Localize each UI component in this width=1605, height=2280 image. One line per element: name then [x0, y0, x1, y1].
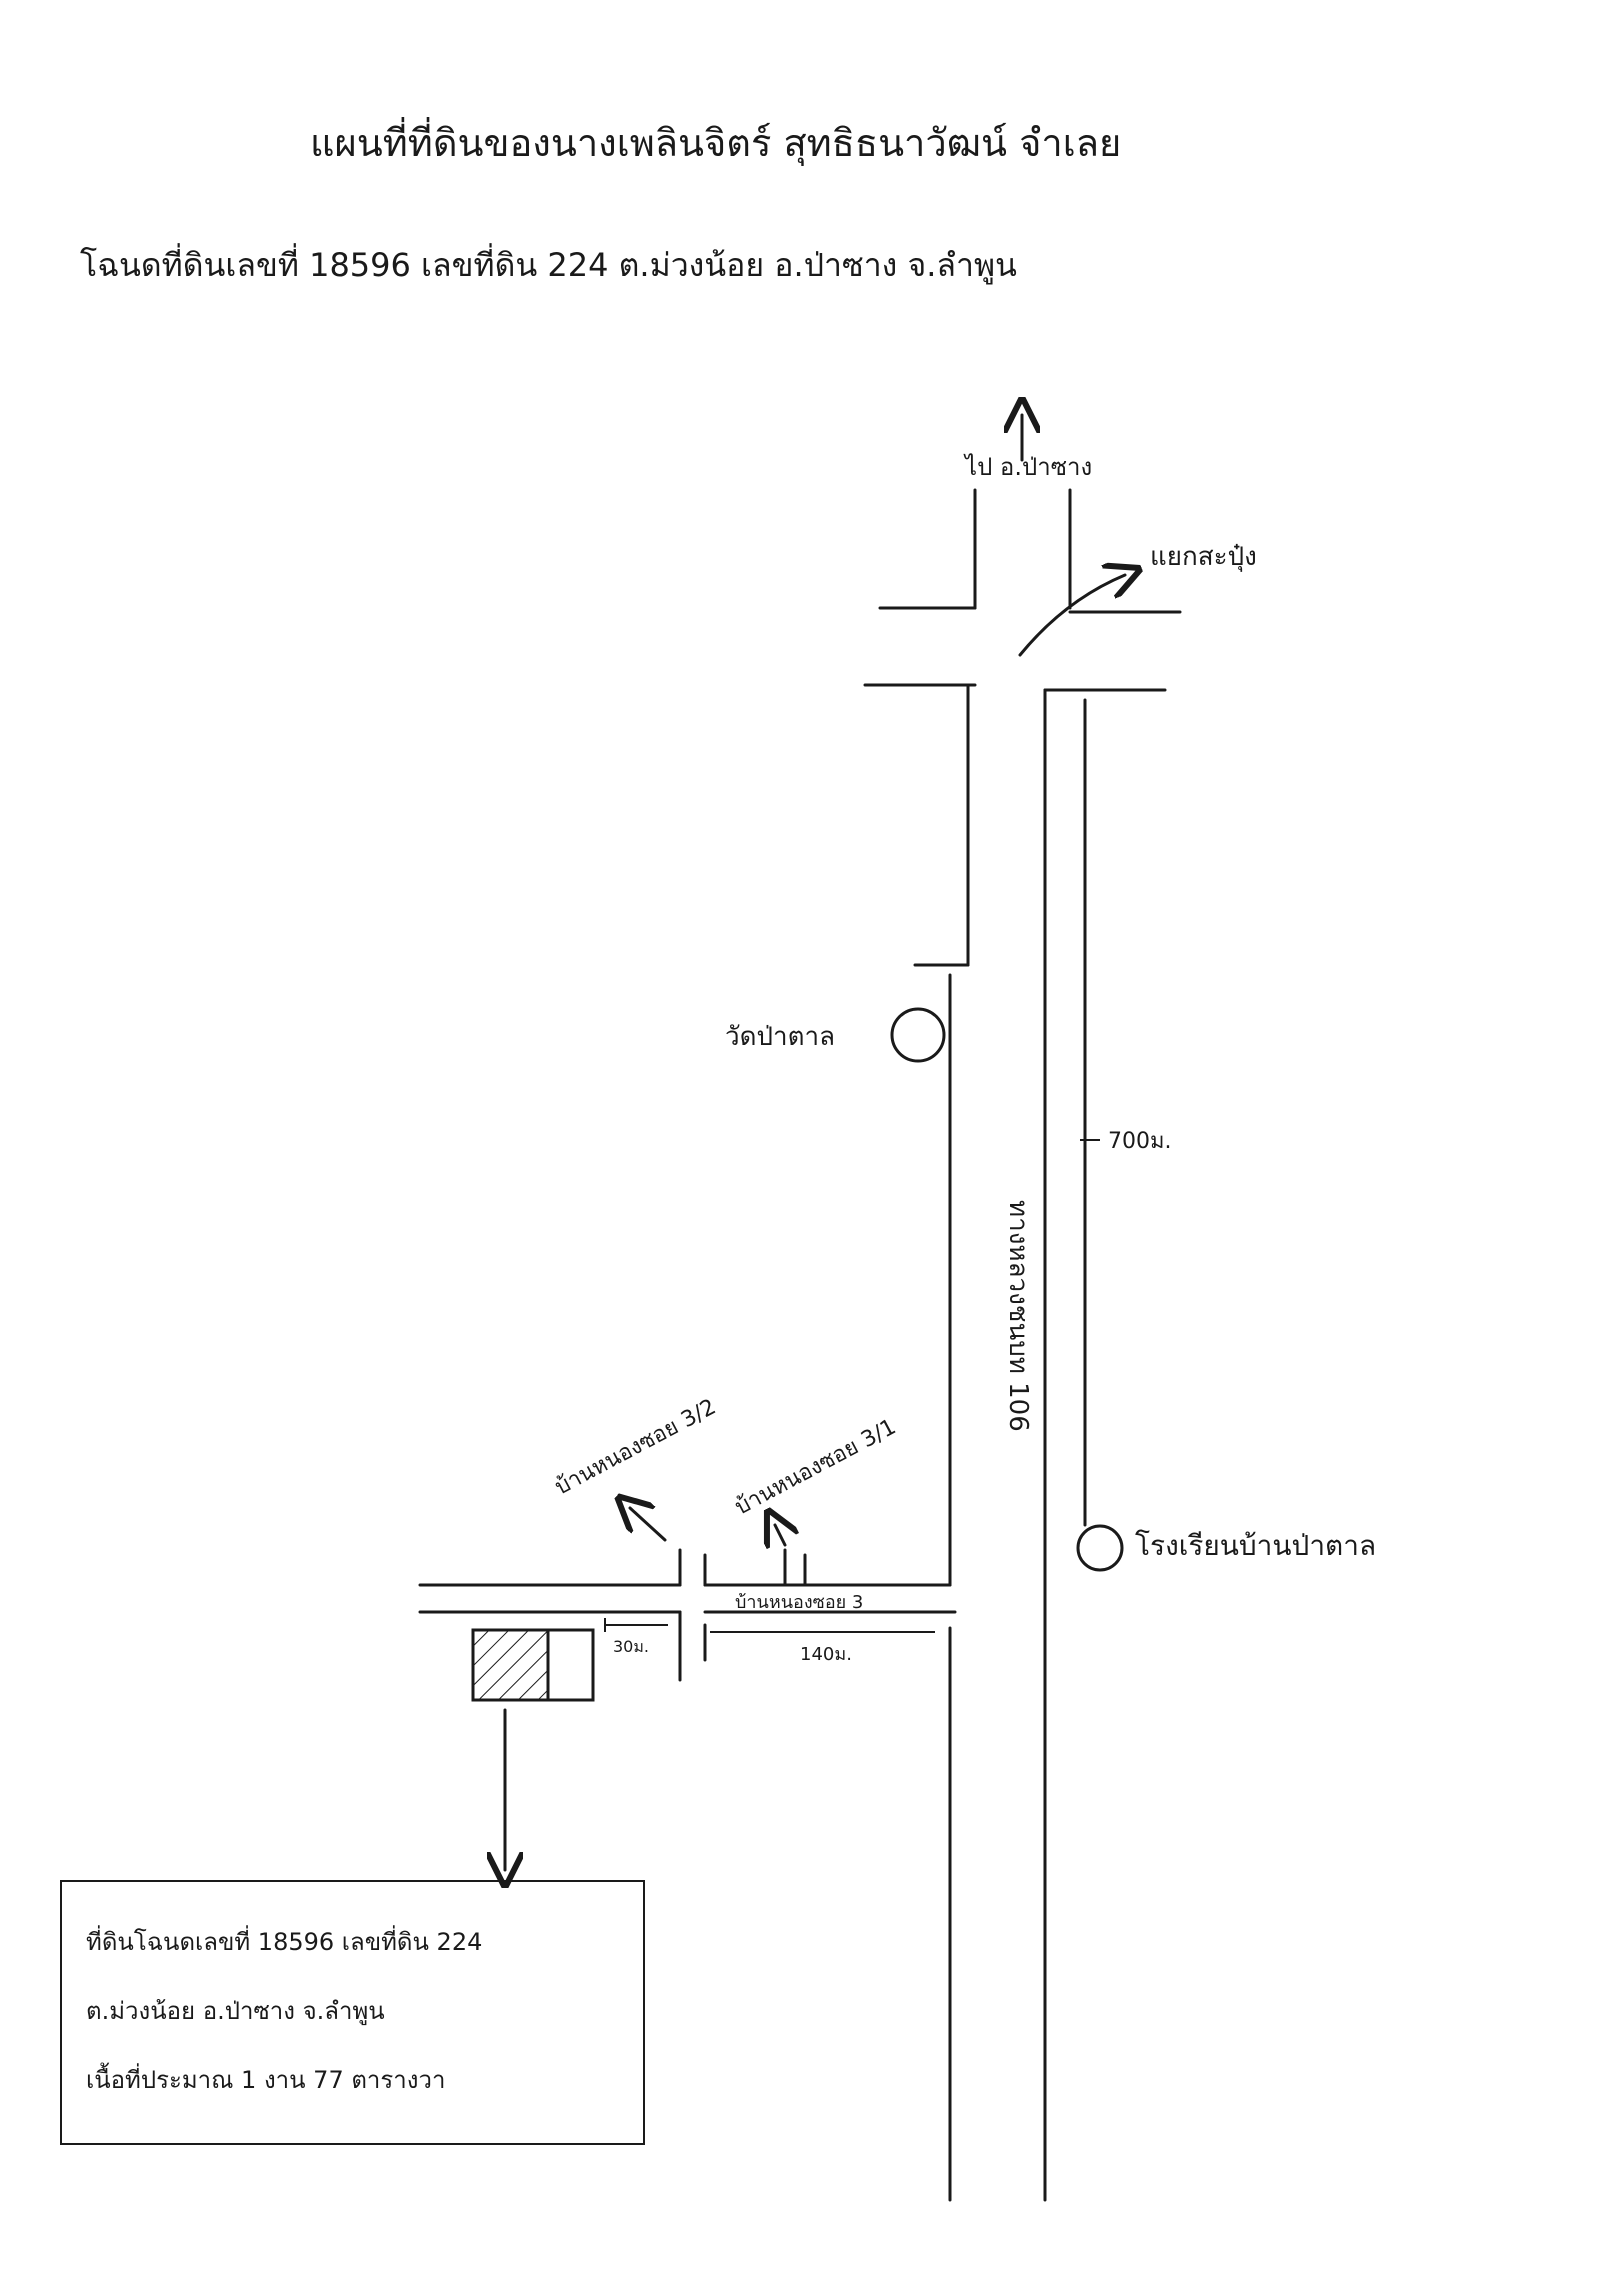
land-info-box: ที่ดินโฉนดเลขที่ 18596 เลขที่ดิน 224 ต.ม…	[60, 1880, 645, 2145]
wat-pa-tan-marker	[890, 1007, 946, 1063]
distance-700-label: 700ม.	[1108, 1129, 1172, 1154]
distance-140-label: 140ม.	[800, 1644, 852, 1665]
school-label: โรงเรียนบ้านป่าตาล	[1135, 1529, 1376, 1562]
info-area-line: เนื้อที่ประมาณ 1 งาน 77 ตารางวา	[86, 2066, 446, 2094]
soi3-1-arrow	[775, 1525, 785, 1545]
wat-label: วัดป่าตาล	[725, 1022, 835, 1052]
school-marker	[1076, 1524, 1124, 1572]
land-plot-hatched	[471, 1628, 550, 1702]
distance-30-label: 30ม.	[613, 1637, 649, 1656]
to-pasang-label: ไป อ.ป่าซาง	[963, 453, 1092, 481]
info-location-line: ต.ม่วงน้อย อ.ป่าซาง จ.ลำพูน	[86, 1997, 385, 2025]
soi-3-2-label: บ้านหนองซอย 3/2	[551, 1395, 720, 1501]
land-plot-outline	[546, 1628, 595, 1702]
junction-label: แยกสะปุ๋ง	[1150, 542, 1257, 572]
map-title: แผนที่ที่ดินของนางเพลินจิตร์ สุทธิธนาวัฒ…	[310, 121, 1122, 165]
info-deed-line: ที่ดินโฉนดเลขที่ 18596 เลขที่ดิน 224	[86, 1928, 483, 1956]
highway-label: ทางหลวงชนบท 106	[1003, 1200, 1033, 1432]
map-subtitle: โฉนดที่ดินเลขที่ 18596 เลขที่ดิน 224 ต.ม…	[80, 246, 1017, 284]
junction-pointer	[1018, 575, 1125, 657]
soi-3-1-label: บ้านหนองซอย 3/1	[731, 1415, 900, 1521]
soi3-2-arrow	[630, 1508, 667, 1542]
soi-3-label: บ้านหนองซอย 3	[735, 1592, 863, 1613]
